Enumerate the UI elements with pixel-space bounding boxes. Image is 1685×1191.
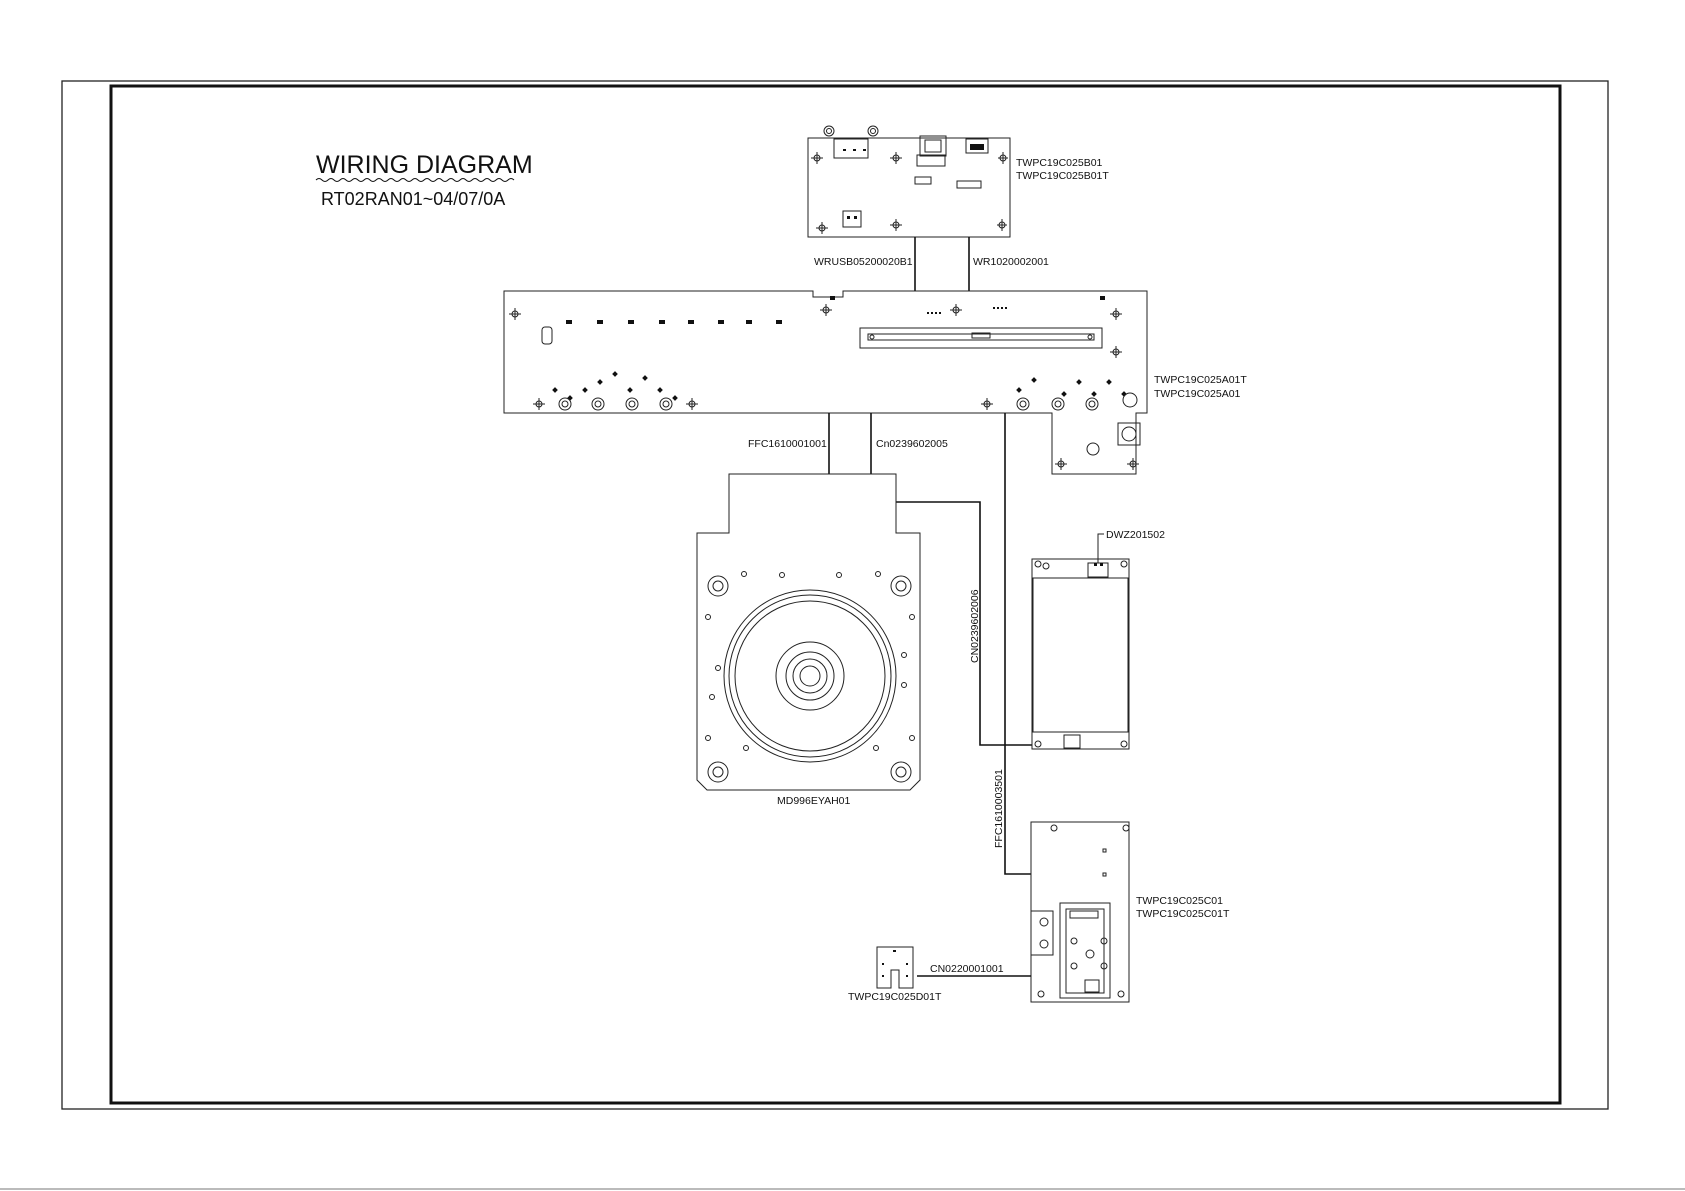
wire-wr-label: WR1020002001	[973, 256, 1049, 268]
board-b-label-2: TWPC19C025B01T	[1016, 170, 1109, 182]
wire-cn-motor-label: Cn0239602005	[876, 438, 948, 450]
board-d-label: TWPC19C025D01T	[848, 991, 942, 1003]
board-c-label-2: TWPC19C025C01T	[1136, 908, 1230, 920]
board-c-label-1: TWPC19C025C01	[1136, 895, 1223, 907]
dwz-module: DWZ201502	[1032, 529, 1165, 749]
wire-ffc-motor-label: FFC1610001001	[748, 438, 827, 450]
wire-ffc-c-label: FFC1610003501	[993, 769, 1005, 848]
board-a-label-1: TWPC19C025A01T	[1154, 374, 1247, 386]
wire-cn-d-label: CN0220001001	[930, 963, 1004, 975]
board-a-label-2: TWPC19C025A01	[1154, 388, 1241, 400]
wire-usb-label: WRUSB05200020B1	[814, 256, 913, 268]
model-number: RT02RAN01~04/07/0A	[321, 189, 505, 209]
dwz-label: DWZ201502	[1106, 529, 1165, 541]
motor: MD996EYAH01	[697, 474, 920, 807]
title-block: WIRING DIAGRAM RT02RAN01~04/07/0A	[316, 151, 533, 209]
diagram-title: WIRING DIAGRAM	[316, 151, 533, 179]
wire-cn-dwz-label: CN0239602006	[969, 589, 981, 663]
board-d: TWPC19C025D01T	[848, 947, 942, 1003]
wire-ffc-c	[1005, 413, 1032, 874]
motor-label: MD996EYAH01	[777, 795, 851, 807]
board-b-label-1: TWPC19C025B01	[1016, 157, 1103, 169]
board-b: TWPC19C025B01 TWPC19C025B01T	[808, 126, 1109, 237]
board-c: TWPC19C025C01 TWPC19C025C01T	[1031, 822, 1230, 1002]
